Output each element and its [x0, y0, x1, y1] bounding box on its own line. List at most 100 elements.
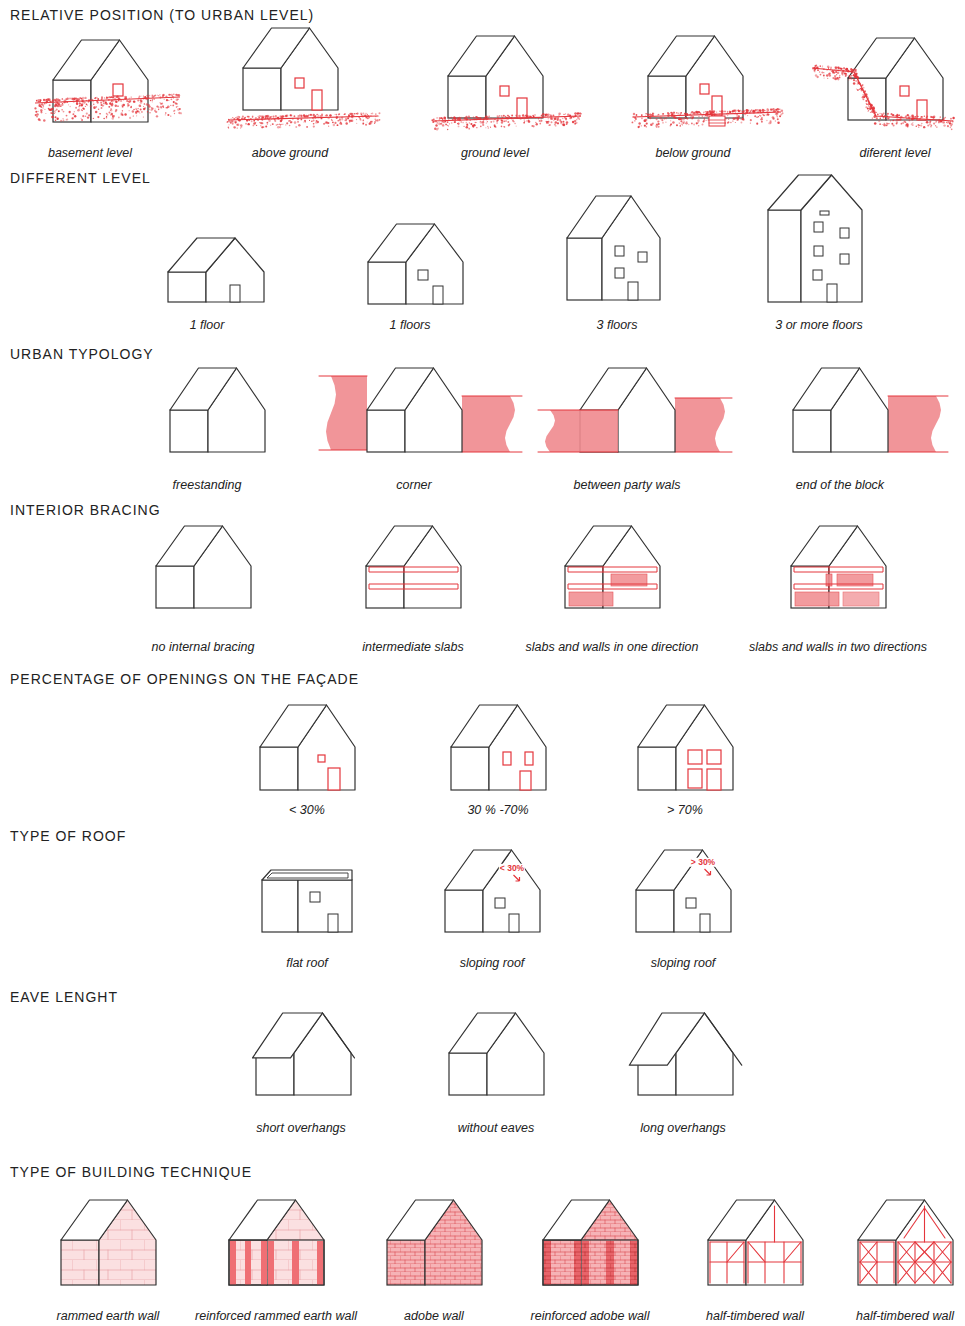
ground-grain [577, 112, 579, 114]
relative-position-row [34, 28, 954, 131]
ground-grain [633, 113, 635, 115]
ground-grain [258, 116, 259, 117]
ground-grain [90, 98, 91, 99]
ground-grain [286, 114, 288, 116]
ground-grain [761, 121, 763, 123]
ground-grain [645, 113, 647, 115]
ground-grain [859, 89, 860, 90]
ground-grain [35, 111, 37, 113]
ground-grain [756, 123, 758, 125]
ground-grain [447, 121, 449, 123]
ground-grain [88, 114, 90, 116]
ground-grain [462, 122, 464, 124]
ground-grain [576, 112, 578, 114]
stair-well [709, 116, 725, 126]
ground-grain [876, 117, 878, 119]
ground-grain [501, 121, 503, 123]
ground-grain [335, 114, 336, 115]
ground-grain [729, 111, 731, 113]
ground-grain [740, 110, 742, 112]
ground-grain [946, 122, 947, 123]
timber-brace [860, 1242, 877, 1262]
ground-grain [436, 122, 437, 123]
ground-grain [111, 105, 113, 107]
window-opening [525, 752, 533, 765]
ground-grain [896, 119, 897, 120]
ground-grain [290, 114, 292, 116]
ground-grain [553, 120, 555, 122]
door-opening [827, 284, 837, 302]
ground-grain [814, 65, 816, 67]
ground-grain [907, 124, 908, 125]
ground-grain [541, 118, 542, 119]
ground-grain [698, 125, 700, 127]
ground-grain [179, 108, 181, 110]
ground-grain [496, 115, 497, 116]
ground-grain [139, 113, 140, 114]
ground-grain [55, 119, 57, 121]
ground-grain [839, 75, 840, 76]
ground-grain [106, 97, 108, 99]
attic-opening [820, 211, 829, 215]
roof-plane [387, 1200, 454, 1240]
ground-grain [267, 124, 268, 125]
ground-grain [48, 108, 49, 109]
ground-grain [103, 118, 105, 120]
ground-grain [823, 72, 824, 73]
ground-grain [349, 113, 351, 115]
ground-grain [560, 120, 562, 122]
slab [568, 584, 657, 589]
ground-grain [661, 119, 663, 121]
block-line [538, 452, 618, 453]
neighbour-band [888, 396, 941, 452]
door-opening [113, 84, 123, 96]
ground-grain [69, 111, 70, 112]
ground-grain [555, 121, 558, 124]
door-opening [712, 96, 722, 116]
ground-grain [527, 115, 529, 117]
ground-grain [775, 109, 777, 111]
ground-grain [272, 123, 274, 125]
ground-grain [72, 98, 74, 100]
ground-grain [883, 113, 885, 115]
block-line [462, 396, 522, 397]
ground-grain [234, 121, 236, 123]
ground-grain [115, 110, 117, 112]
ground-grain [542, 113, 544, 115]
neighbour-band [545, 410, 618, 452]
ground-grain [97, 116, 99, 118]
ground-grain [66, 115, 68, 117]
ground-grain [860, 88, 862, 90]
house-icon [858, 1200, 953, 1285]
ground-grain [285, 124, 287, 126]
ground-grain [140, 95, 141, 96]
ground-grain [274, 120, 276, 122]
slab-edge [603, 567, 604, 572]
ground-grain [736, 119, 738, 121]
ground-grain [62, 118, 63, 119]
ground-grain [242, 116, 244, 118]
ground-grain [156, 105, 158, 107]
ground-grain [670, 112, 672, 114]
ground-grain [140, 100, 142, 102]
ground-grain [362, 120, 364, 122]
ground-grain [898, 115, 900, 117]
ground-grain [693, 124, 695, 126]
ground-grain [920, 124, 922, 126]
ground-grain [546, 121, 548, 123]
ground-grain [468, 128, 470, 130]
ground-grain [75, 98, 77, 100]
ground-grain [741, 116, 743, 118]
ground-grain [898, 114, 899, 115]
ground-grain [564, 114, 565, 115]
ground-grain [106, 98, 107, 99]
side-wall [448, 76, 486, 118]
ground-grain [663, 113, 665, 115]
ground-grain [935, 125, 936, 126]
ground-grain [835, 71, 837, 73]
roof-row [262, 850, 731, 932]
ground-grain [505, 116, 506, 117]
ground-grain [438, 123, 440, 125]
ground-grain [775, 109, 777, 111]
levels-row [168, 175, 862, 304]
